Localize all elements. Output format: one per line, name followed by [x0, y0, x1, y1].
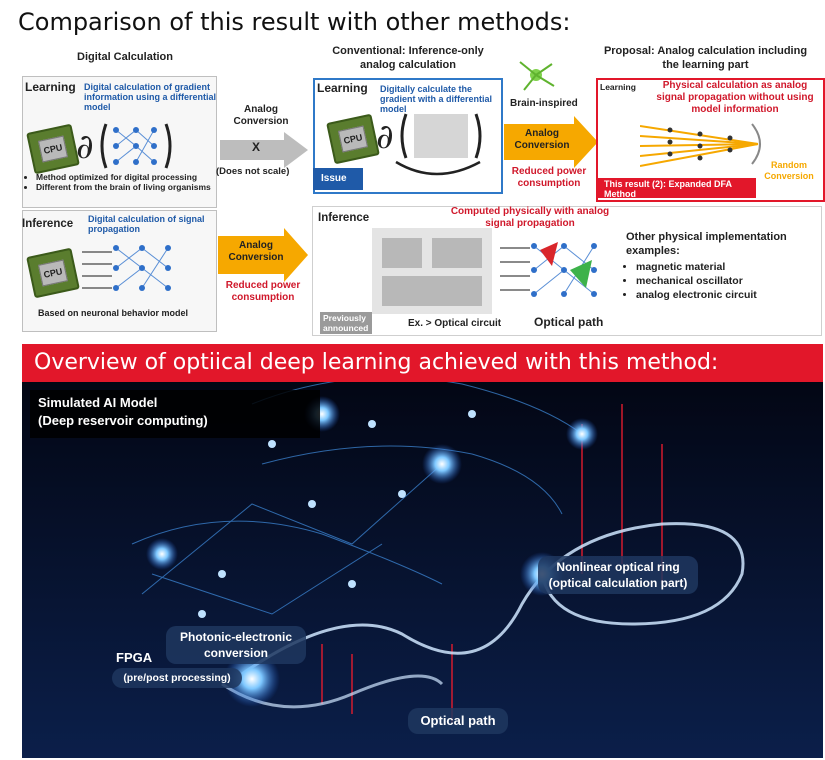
bullet-item: Different from the brain of living organ… [36, 182, 236, 192]
proposal-header: Proposal: Analog calculation including t… [603, 45, 808, 71]
page-title: Comparison of this result with other met… [18, 8, 571, 36]
fpga-sub-label: (pre/post processing) [112, 668, 242, 688]
digital-inference-label: Inference [22, 218, 74, 230]
cpu-label: CPU [37, 135, 69, 163]
proposal-learning-label: Learning [600, 82, 636, 92]
does-not-scale-label: (Does not scale) [216, 166, 290, 177]
analog-conversion-label-3: Analog Conversion [514, 128, 570, 151]
cpu-label: CPU [37, 259, 69, 287]
example-item: analog electronic circuit [636, 288, 757, 302]
ring-label-box: Nonlinear optical ring (optical calculat… [538, 556, 698, 594]
optical-network-icon [500, 242, 597, 297]
neuron-icon [519, 61, 555, 91]
proposal-desc: Physical calculation as analog signal pr… [656, 80, 814, 115]
grey-arrow-icon [220, 132, 308, 168]
ring-label: Nonlinear optical ring [556, 560, 680, 574]
examples-list: magnetic material mechanical oscillator … [618, 260, 757, 302]
digital-header: Digital Calculation [77, 51, 173, 63]
neural-network-icon [82, 245, 171, 291]
optical-path-label: Optical path [534, 315, 604, 329]
ex-optical-circuit-label: Ex. > Optical circuit [408, 318, 502, 329]
photonic-label-box: Photonic-electronic conversion [166, 626, 306, 664]
orange-arrow-icon [218, 228, 308, 282]
sim-model-label: Simulated AI Model [38, 395, 158, 410]
optical-circuit-image [372, 228, 492, 314]
conventional-header: Conventional: Inference-only analog calc… [332, 45, 484, 71]
analog-conversion-label: Analog Conversion [233, 104, 289, 127]
conventional-inference-label: Inference [318, 212, 370, 224]
svg-text:∂: ∂ [76, 127, 94, 167]
x-mark: X [252, 140, 261, 154]
sim-model-box: Simulated AI Model (Deep reservoir compu… [30, 390, 320, 438]
reduced-power-label: Reduced power consumption [225, 280, 301, 303]
overview-banner: Overview of optiical deep learning achie… [22, 344, 823, 382]
gradient-loop-icon: ∂ [376, 113, 482, 176]
deep-reservoir-label: (Deep reservoir computing) [38, 413, 208, 428]
orange-arrow-icon [504, 116, 598, 168]
svg-text:∂: ∂ [376, 117, 394, 157]
digital-inference-desc: Digital calculation of signal propagatio… [88, 214, 205, 234]
signal-propagation-icon [640, 123, 761, 167]
other-impl-label: Other physical implementation examples: [626, 231, 787, 257]
previously-announced-badge: Previously announced [320, 312, 372, 334]
computed-physically-label: Computed physically with analog signal p… [450, 206, 610, 229]
example-item: magnetic material [636, 260, 757, 274]
analog-conversion-label-2: Analog Conversion [228, 240, 284, 263]
conventional-learning-label: Learning [317, 81, 368, 95]
digital-learning-label: Learning [25, 80, 76, 94]
digital-learning-desc: Digital calculation of gradient informat… [84, 82, 217, 112]
example-item: mechanical oscillator [636, 274, 757, 288]
this-result-badge: This result (2): Expanded DFA Method [598, 178, 756, 199]
digital-footer: Based on neuronal behavior model [38, 308, 189, 318]
reduced-power-label-2: Reduced power consumption [511, 166, 587, 189]
digital-bullets: Method optimized for digital processing … [22, 172, 236, 192]
ring-sub-label: (optical calculation part) [548, 576, 688, 590]
optical-path-bottom-label: Optical path [408, 708, 508, 734]
conventional-learning-desc: Digitally calculate the gradient with a … [380, 84, 493, 114]
gradient-network-icon: ∂ [76, 123, 172, 169]
brain-inspired-label: Brain-inspired [510, 98, 578, 109]
issue-badge: Issue [313, 168, 363, 190]
fpga-label: FPGA [116, 650, 153, 665]
bullet-item: Method optimized for digital processing [36, 172, 236, 182]
cpu-label: CPU [337, 125, 369, 153]
random-conversion-label: Random Conversion [764, 160, 814, 181]
